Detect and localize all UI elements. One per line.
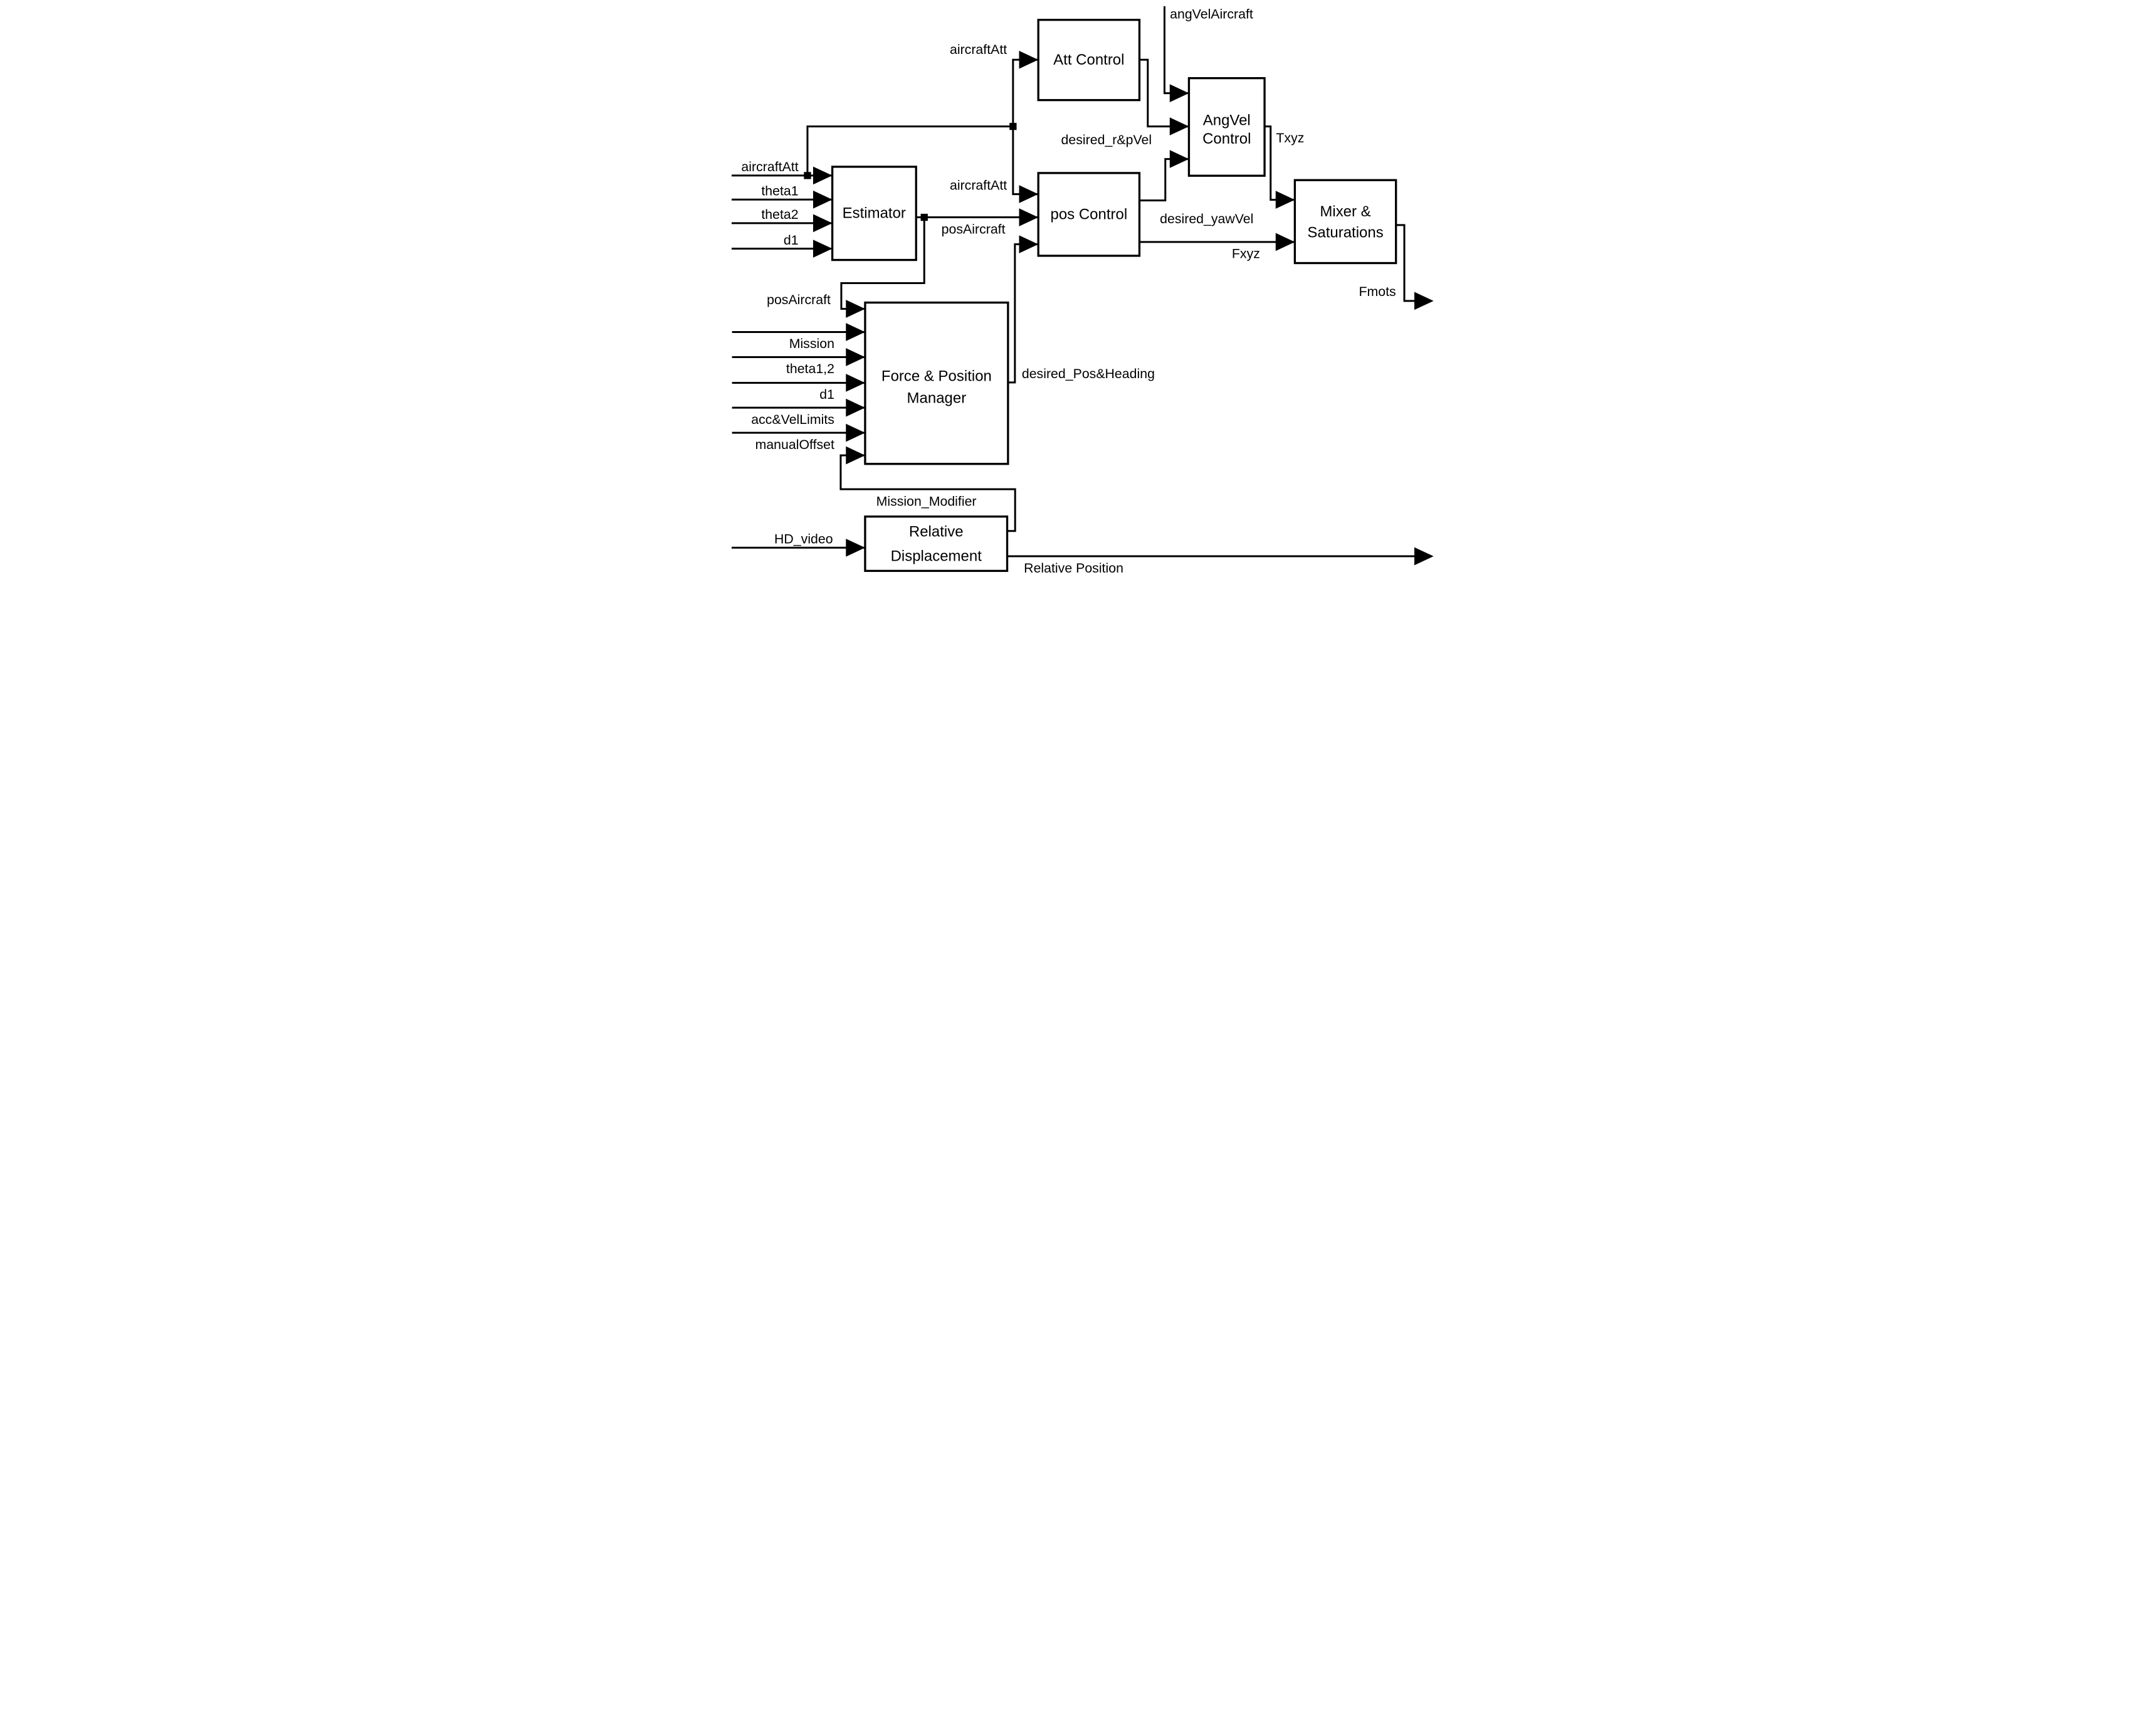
signal-label-desired-yawVel: desired_yawVel (1160, 211, 1253, 226)
wire-aircraftAtt-branch (806, 125, 1013, 176)
junction-dots (803, 122, 1017, 221)
arrow-fpm-in6 (845, 423, 865, 442)
block-pos-control: pos Control (1037, 172, 1140, 257)
block-mixer-label-line2: Saturations (1307, 224, 1383, 241)
block-rd-label-line1: Relative (908, 524, 963, 541)
block-force-position-manager: Force & Position Manager (863, 301, 1009, 465)
arrow-att-in1 (1019, 50, 1038, 69)
block-rd-label-line2: Displacement (890, 548, 982, 565)
arrow-angvel-in3 (1169, 150, 1189, 168)
arrow-fpm-in7 (845, 446, 865, 465)
arrow-rd-in1 (845, 539, 865, 557)
signal-label-att-aircraftAtt: aircraftAtt (949, 42, 1006, 57)
signal-label-Txyz: Txyz (1276, 130, 1304, 145)
signal-label-desired-rpVel: desired_r&pVel (1061, 132, 1152, 147)
arrow-estimator-in4 (812, 240, 833, 258)
block-mixer-label-line1: Mixer & (1320, 203, 1370, 220)
signal-label-theta2: theta2 (761, 207, 798, 222)
arrow-angvel-in2 (1169, 117, 1189, 135)
signal-label-fpm-posAircraft: posAircraft (767, 292, 831, 307)
wire-Fmots (1396, 224, 1416, 302)
arrow-estimator-in2 (812, 190, 833, 209)
arrow-fpm-in1 (845, 300, 865, 318)
signal-label-relative-position: Relative Position (1024, 561, 1123, 576)
arrow-angvel-in1 (1169, 84, 1189, 102)
block-fpm-label-line1: Force & Position (881, 367, 991, 384)
block-fpm-label-line2: Manager (907, 389, 966, 406)
signal-label-manualOffset: manualOffset (755, 437, 834, 452)
wire-desired-yawvel (1138, 158, 1189, 202)
wire-desired-pos-heading (1007, 243, 1038, 384)
arrow-fpm-in2 (845, 323, 865, 341)
block-estimator-label: Estimator (842, 205, 905, 222)
signal-label-desired-PosHeading: desired_Pos&Heading (1021, 366, 1154, 381)
arrow-pos-in3 (1019, 235, 1038, 253)
arrow-pos-in2 (1019, 208, 1038, 226)
arrow-estimator-in1 (812, 166, 833, 185)
junction-aircraftAtt (803, 172, 811, 179)
signal-label-Fmots: Fmots (1359, 284, 1396, 299)
signal-label-fpm-d1: d1 (819, 387, 834, 402)
wire-aircraftAtt-to-att-control (1011, 58, 1038, 127)
signal-label-mission-modifier: Mission_Modifier (876, 494, 976, 509)
block-att-control: Att Control (1037, 18, 1140, 102)
arrow-mixer-in2 (1275, 233, 1295, 251)
signal-label-mission: Mission (789, 336, 834, 351)
signal-label-accVelLimits: acc&VelLimits (751, 412, 834, 427)
wire-aircraftAtt-to-pos-control (1011, 126, 1038, 196)
signal-labels: aircraftAtt theta1 theta2 d1 aircraftAtt… (741, 6, 1396, 575)
signal-label-HD-video: HD_video (774, 531, 833, 546)
signal-label-theta1: theta1 (761, 184, 798, 199)
signal-label-Fxyz: Fxyz (1231, 246, 1259, 261)
block-angvel-control-label-line2: Control (1202, 130, 1251, 147)
wire-desired-rpvel (1138, 58, 1189, 128)
signal-label-theta12: theta1,2 (786, 361, 834, 376)
junction-posAircraft (920, 213, 928, 221)
arrow-pos-in1 (1019, 185, 1038, 203)
arrow-mixer-in1 (1275, 191, 1295, 209)
block-att-control-label: Att Control (1053, 51, 1124, 68)
block-angvel-control: AngVel Control (1187, 77, 1266, 177)
arrow-fpm-in3 (845, 348, 865, 366)
wire-mission-modifier-feedback (839, 454, 1016, 532)
block-angvel-control-label-line1: AngVel (1202, 112, 1250, 129)
arrow-out-fmots (1414, 292, 1434, 310)
block-mixer-saturations: Mixer & Saturations (1293, 179, 1397, 265)
signal-label-estimator-aircraftAtt: aircraftAtt (741, 159, 798, 174)
block-pos-control-label: pos Control (1050, 206, 1127, 223)
block-estimator: Estimator (831, 166, 917, 261)
arrow-fpm-in4 (845, 374, 865, 392)
arrow-out-relative-position (1414, 547, 1434, 566)
junction-aircraftAtt-branch (1009, 122, 1017, 130)
signal-label-angVelAircraft: angVelAircraft (1170, 6, 1253, 21)
signal-label-pos-aircraftAtt: aircraftAtt (949, 178, 1006, 193)
control-system-block-diagram: Estimator Att Control AngVel Control pos… (718, 0, 1438, 576)
signal-label-estimator-d1: d1 (783, 233, 798, 248)
arrow-fpm-in5 (845, 398, 865, 417)
diagram-canvas: Estimator Att Control AngVel Control pos… (731, 6, 1434, 576)
wires (731, 6, 1416, 557)
block-relative-displacement: Relative Displacement (863, 515, 1008, 573)
signal-label-pos-posAircraft: posAircraft (941, 222, 1005, 237)
arrow-estimator-in3 (812, 214, 833, 233)
